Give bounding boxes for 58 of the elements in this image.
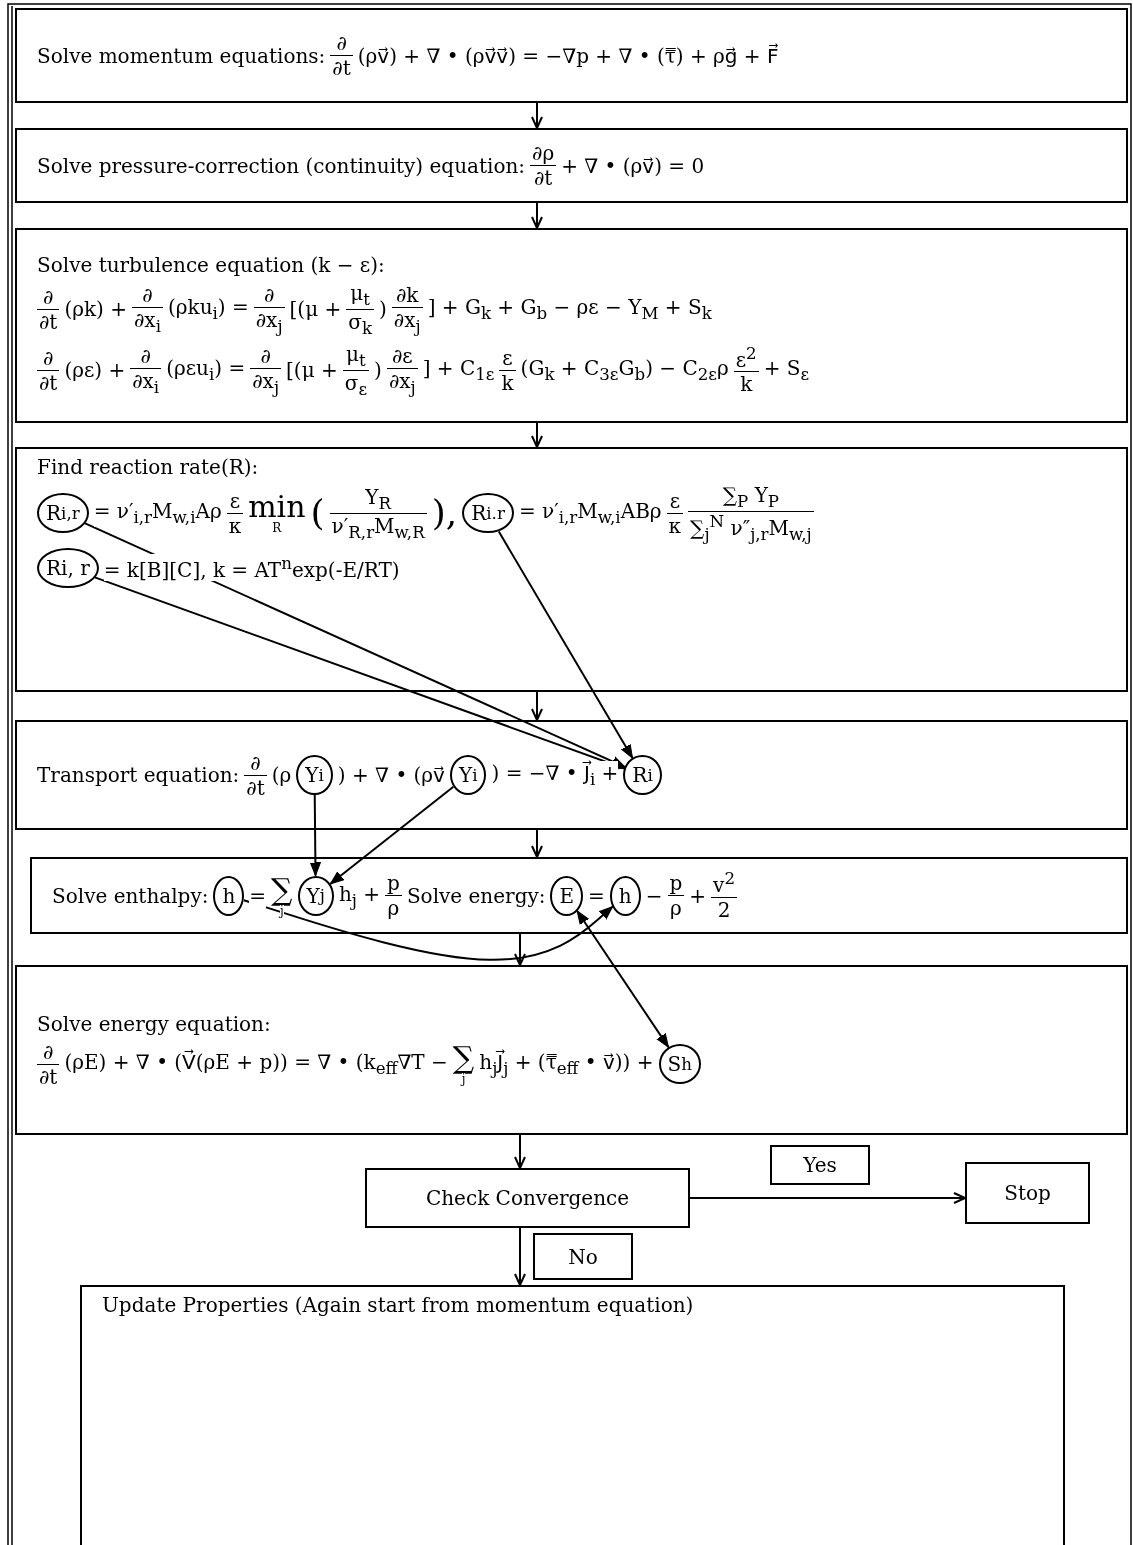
process-box: [80, 1285, 1065, 1545]
circled-term: h: [213, 875, 245, 916]
fraction-denominator: ∂x$_{j}$: [386, 367, 418, 397]
fraction-denominator: ν′$_{R,r}$M$_{w,R}$: [329, 512, 427, 542]
process-box: [365, 1168, 690, 1228]
equation-text: ): [379, 297, 387, 321]
operator-symbol: ∑: [452, 1043, 475, 1073]
step-label: Update Properties (Again start from momentum equation): [102, 1293, 694, 1317]
equation-text: [(μ +: [289, 297, 342, 321]
arrow: [514, 1134, 526, 1169]
circled-term: Ri, r: [37, 547, 99, 588]
equation-text: = k[B][C], k = AT$^{n}$exp(-E/RT): [103, 553, 400, 582]
operator-subscript: j: [279, 904, 284, 917]
process-box: [15, 720, 1128, 830]
equation-text: h$_{j}$J⃗$_{j}$ + (τ̿$_{eff}$ • v⃗)) +: [479, 1050, 654, 1078]
edge-label: Yes: [770, 1145, 870, 1185]
equation-text: ) + ∇ • (ρv⃗: [337, 763, 445, 787]
arrow: [309, 794, 321, 877]
process-box: [15, 447, 1128, 692]
step-title: Find reaction rate(R):: [37, 455, 259, 479]
equation-text: (ρk) +: [64, 297, 127, 321]
operator-subscript: j: [461, 1073, 466, 1085]
arrow: [531, 202, 543, 229]
equation-text: (ρε) +: [64, 358, 126, 382]
arrow: [576, 909, 670, 1049]
fraction-denominator: ∑$_{j}$$^{N}$ ν″$_{j,r}$M$_{w,j}$: [688, 511, 814, 544]
process-box: [15, 8, 1128, 103]
circled-term: h: [609, 875, 641, 916]
circled-term: E: [550, 875, 584, 916]
process-box: [15, 228, 1128, 423]
arrow: [531, 102, 543, 129]
equation-text: [(μ +: [286, 358, 338, 382]
equation-text: (ρ: [271, 763, 292, 787]
arrow: [497, 530, 634, 759]
arrow: [531, 691, 543, 721]
arrow: [531, 422, 543, 448]
bracket: (: [310, 495, 325, 532]
arrow: [93, 576, 626, 770]
process-box: [965, 1162, 1090, 1224]
edge-label: No: [533, 1233, 633, 1280]
arrow: [514, 1227, 526, 1286]
arrow: [689, 1192, 966, 1204]
equation-text: ): [374, 358, 382, 382]
fraction-denominator: ∂x$_{j}$: [391, 306, 423, 336]
operator-subscript: R: [272, 522, 282, 535]
fraction-denominator: ρ: [667, 895, 685, 920]
arrow: [531, 829, 543, 858]
process-box: [15, 128, 1128, 203]
process-box: [15, 965, 1128, 1135]
process-box: [30, 857, 1128, 934]
arrow: [84, 522, 626, 769]
fraction-denominator: ∂x$_{j}$: [253, 306, 285, 336]
fraction-denominator: ρ: [385, 895, 402, 920]
arrow: [329, 785, 455, 885]
arrow: [242, 899, 614, 961]
fraction-denominator: ∂x$_{j}$: [250, 367, 282, 397]
arrow: [514, 933, 526, 966]
equation-text: (ρv⃗) + ∇ • (ρv⃗v⃗) = −∇p + ∇ • (τ̿) + ρg⃗ + F⃗: [357, 43, 779, 68]
